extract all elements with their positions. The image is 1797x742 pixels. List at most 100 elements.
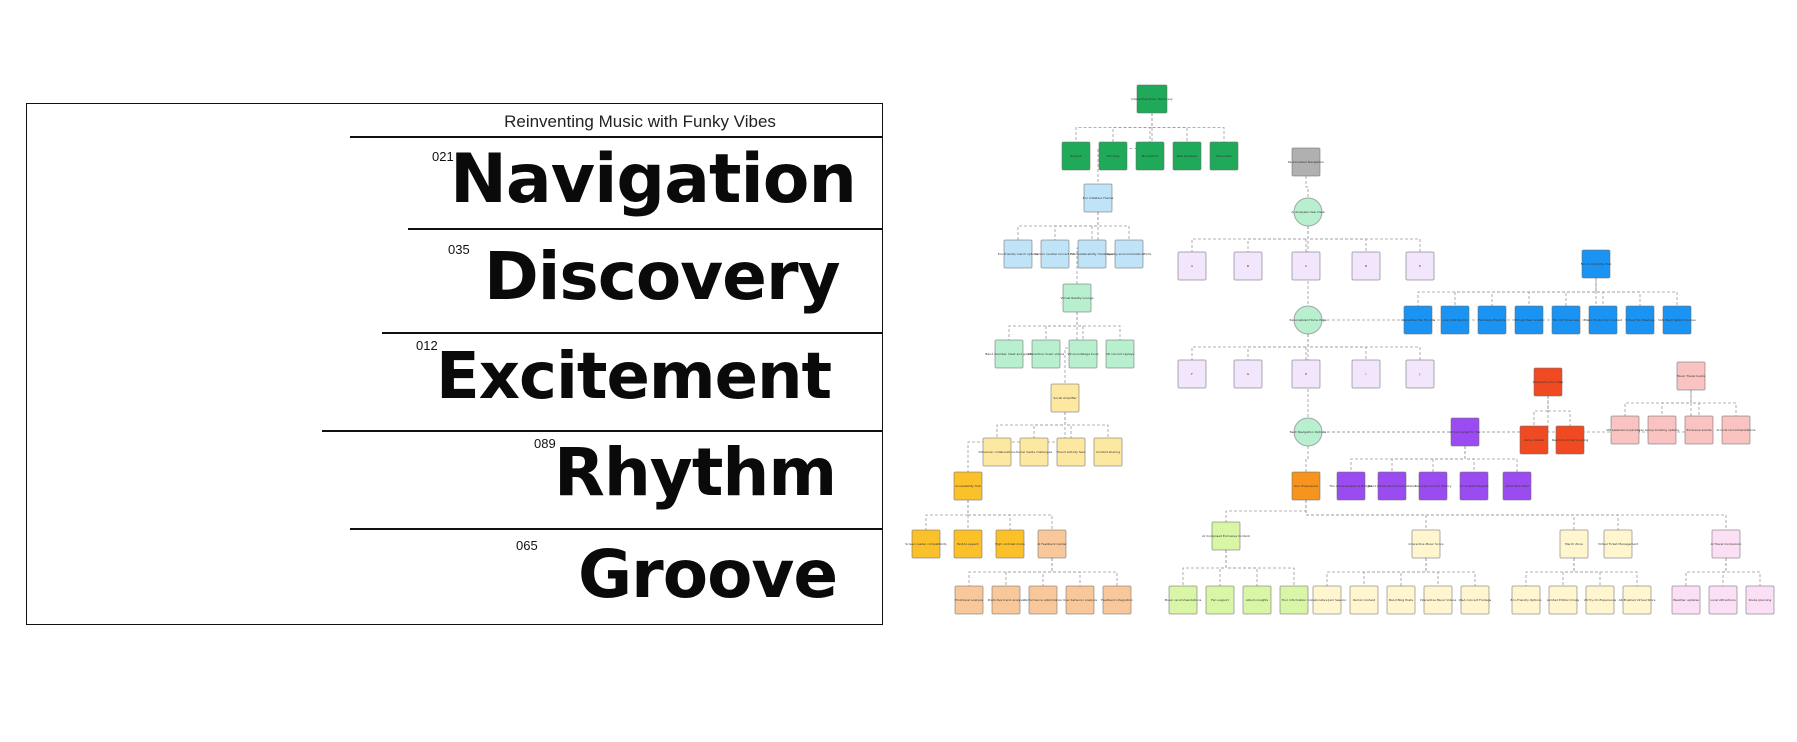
entry-word-discovery: Discovery bbox=[484, 238, 841, 315]
diagram-node-bl2[interactable]: Live Chat Rooms bbox=[1440, 305, 1470, 335]
diagram-node-cr7[interactable]: Virtual Ticket Management bbox=[1598, 529, 1639, 559]
diagram-node-root[interactable]: Interactive Music Discovery bbox=[1131, 84, 1173, 114]
diagram-node-lv4[interactable]: D bbox=[1351, 251, 1381, 281]
diagram-node-lm3[interactable]: Album insights bbox=[1242, 585, 1272, 615]
diagram-node-pu2[interactable]: Band Insider Recommendations bbox=[1368, 471, 1416, 501]
diagram-node-cr5[interactable]: Q&A Concert Footage bbox=[1459, 585, 1492, 615]
diagram-node-cr1[interactable]: Collaborative Jam Session bbox=[1308, 585, 1347, 615]
diagram-node-bl7[interactable]: Virtual Fan Meetups bbox=[1625, 305, 1655, 335]
connector-line bbox=[1225, 550, 1295, 586]
node-shape bbox=[1684, 415, 1714, 445]
diagram-node-pc1[interactable]: Emotional analysis bbox=[954, 585, 984, 615]
diagram-node-lv7[interactable]: G bbox=[1233, 359, 1263, 389]
diagram-node-lv3[interactable]: C bbox=[1291, 251, 1321, 281]
diagram-node-lv2[interactable]: B bbox=[1233, 251, 1263, 281]
diagram-node-lv6[interactable]: F bbox=[1177, 359, 1207, 389]
diagram-node-lv8[interactable]: H bbox=[1291, 359, 1321, 389]
diagram-node-au2[interactable]: Text-to-speech bbox=[953, 529, 983, 559]
diagram-node-au3[interactable]: High contrast mode bbox=[995, 529, 1025, 559]
diagram-node-g3[interactable]: Mood Picks bbox=[1135, 141, 1165, 171]
diagram-node-mt3[interactable]: VR soundstage tours bbox=[1067, 339, 1099, 369]
diagram-node-cr3[interactable]: Band Blog Posts bbox=[1386, 585, 1416, 615]
diagram-node-cr4[interactable]: Interactive Music Videos bbox=[1420, 585, 1457, 615]
diagram-node-pk3[interactable]: Exclusive events bbox=[1684, 415, 1714, 445]
diagram-node-pu5[interactable]: Artist Q&A Feed bbox=[1502, 471, 1532, 501]
diagram-node-pc4[interactable]: User behavior analysis bbox=[1063, 585, 1097, 615]
diagram-node-or0[interactable]: Tour Experience bbox=[1291, 471, 1321, 501]
diagram-node-pk0[interactable]: Music Travel Guide bbox=[1676, 361, 1706, 391]
diagram-node-lb4[interactable]: Nearby environmental efforts bbox=[1107, 239, 1152, 269]
node-shape bbox=[1548, 585, 1578, 615]
diagram-node-cr9[interactable]: Limited Edition Drops bbox=[1547, 585, 1580, 615]
divider-line bbox=[408, 228, 883, 230]
diagram-node-g5[interactable]: Favourites bbox=[1209, 141, 1239, 171]
diagram-node-lv10[interactable]: J bbox=[1405, 359, 1435, 389]
diagram-node-lc3[interactable]: Route planning bbox=[1745, 585, 1775, 615]
diagram-node-bl4[interactable]: Virtual Meet Greets bbox=[1514, 305, 1544, 335]
diagram-node-pu4[interactable]: AI Curated Playlists bbox=[1459, 471, 1489, 501]
diagram-node-rd2[interactable]: Real-time ticket booking bbox=[1552, 425, 1589, 455]
diagram-node-cr10[interactable]: VR Try-On Experience bbox=[1584, 585, 1617, 615]
diagram-node-yl4[interactable]: Content sharing bbox=[1093, 437, 1123, 467]
diagram-node-pu0[interactable]: AI Concierge For You bbox=[1450, 417, 1481, 447]
diagram-node-bl3[interactable]: Fanmade Playlists bbox=[1477, 305, 1507, 335]
diagram-node-lb0[interactable]: Eco Initiative Theme bbox=[1083, 183, 1114, 213]
diagram-node-cr6[interactable]: Merch Zone bbox=[1559, 529, 1589, 559]
diagram-node-mt0[interactable]: Virtual Reality Lounge bbox=[1061, 283, 1094, 313]
diagram-node-yl1[interactable]: Influencer collaborations bbox=[978, 437, 1016, 467]
diagram-node-pu3[interactable]: Personal Concert History bbox=[1414, 471, 1452, 501]
diagram-node-au0[interactable]: Accessibility Hub bbox=[953, 471, 983, 501]
diagram-node-lc2[interactable]: Local Attractions bbox=[1708, 585, 1738, 615]
diagram-node-lm2[interactable]: Fan support bbox=[1205, 585, 1235, 615]
diagram-node-pc2[interactable]: Predictive trend analysis bbox=[988, 585, 1025, 615]
diagram-node-pc0[interactable]: AI Feedback Center bbox=[1037, 529, 1067, 559]
diagram-node-lv1[interactable]: A bbox=[1177, 251, 1207, 281]
diagram-node-lb2[interactable]: Carbon neutral concert info bbox=[1034, 239, 1076, 269]
diagram-node-au1[interactable]: Screen reader compatibility bbox=[905, 529, 947, 559]
diagram-node-bl5[interactable]: Fan Art Showcase bbox=[1551, 305, 1581, 335]
diagram-node-gray[interactable]: Personalized Navigation bbox=[1288, 147, 1324, 177]
diagram-node-lv5[interactable]: E bbox=[1405, 251, 1435, 281]
diagram-node-g2[interactable]: Trending bbox=[1098, 141, 1128, 171]
diagram-node-bl8[interactable]: Vote Next Setlist Choices bbox=[1658, 305, 1696, 335]
diagram-node-lm0[interactable]: AI Composed Exclusive Content bbox=[1202, 521, 1251, 551]
diagram-node-lv9[interactable]: I bbox=[1351, 359, 1381, 389]
diagram-node-bl1[interactable]: Interactive Fan Forums bbox=[1401, 305, 1436, 335]
diagram-node-cr8[interactable]: Eco-Friendly Options bbox=[1511, 585, 1542, 615]
diagram-node-lb1[interactable]: Eco-friendly merch options bbox=[998, 239, 1039, 269]
diagram-node-circ2[interactable]: Personalized Home Page bbox=[1290, 305, 1327, 335]
diagram-node-mt2[interactable]: Interactive music videos bbox=[1028, 339, 1065, 369]
diagram-node-bl0[interactable]: Fan Community Hub bbox=[1581, 249, 1612, 279]
diagram-node-g1[interactable]: Explore bbox=[1061, 141, 1091, 171]
node-shape bbox=[1349, 585, 1379, 615]
diagram-node-yl2[interactable]: Social media challenges bbox=[1016, 437, 1053, 467]
diagram-node-rd1[interactable]: Venue details bbox=[1519, 425, 1549, 455]
diagram-node-g4[interactable]: New Releases bbox=[1172, 141, 1202, 171]
diagram-node-yl0[interactable]: Social Amplifier bbox=[1050, 383, 1080, 413]
diagram-node-pk1[interactable]: VIP experience packages bbox=[1606, 415, 1644, 445]
diagram-node-lc1[interactable]: Weather updates bbox=[1671, 585, 1701, 615]
diagram-node-cr11[interactable]: AR Enabled Virtual Store bbox=[1619, 585, 1656, 615]
diagram-node-cr0[interactable]: Interactive Music Score bbox=[1408, 529, 1444, 559]
diagram-node-lm4[interactable]: Tour information bbox=[1279, 585, 1309, 615]
diagram-node-cr2[interactable]: Remix Contest bbox=[1349, 585, 1379, 615]
diagram-node-pc5[interactable]: Feedback integration bbox=[1101, 585, 1133, 615]
diagram-node-bl6[interactable]: Music Production Contest bbox=[1584, 305, 1623, 335]
diagram-node-yl3[interactable]: Friend activity feed bbox=[1056, 437, 1086, 467]
diagram-node-pk2[interactable]: Group booking options bbox=[1645, 415, 1679, 445]
diagram-node-lm1[interactable]: Music recommendations bbox=[1165, 585, 1202, 615]
diagram-node-pk4[interactable]: AI local recommendations bbox=[1717, 415, 1756, 445]
diagram-node-mt1[interactable]: Band member meet and greets bbox=[985, 339, 1033, 369]
diagram-node-pu1[interactable]: Fan Achievements & Badges bbox=[1330, 471, 1373, 501]
node-shape bbox=[1291, 251, 1321, 281]
connector-line bbox=[1097, 212, 1130, 240]
diagram-node-circ3[interactable]: Next Navigation Options bbox=[1290, 417, 1327, 447]
divider-line bbox=[382, 332, 883, 334]
diagram-node-circ1[interactable]: AI Analyzes User Data bbox=[1291, 197, 1325, 227]
diagram-node-lb3[interactable]: Fan sustainability challenges bbox=[1070, 239, 1114, 269]
diagram-node-mt4[interactable]: VR concert replays bbox=[1105, 339, 1135, 369]
diagram-node-pc3[interactable]: Performance optimization bbox=[1024, 585, 1063, 615]
diagram-node-rd0[interactable]: Interactive Tour Map bbox=[1533, 367, 1564, 397]
diagram-node-lc0[interactable]: AI Travel Companion bbox=[1711, 529, 1742, 559]
node-shape bbox=[1083, 183, 1113, 213]
